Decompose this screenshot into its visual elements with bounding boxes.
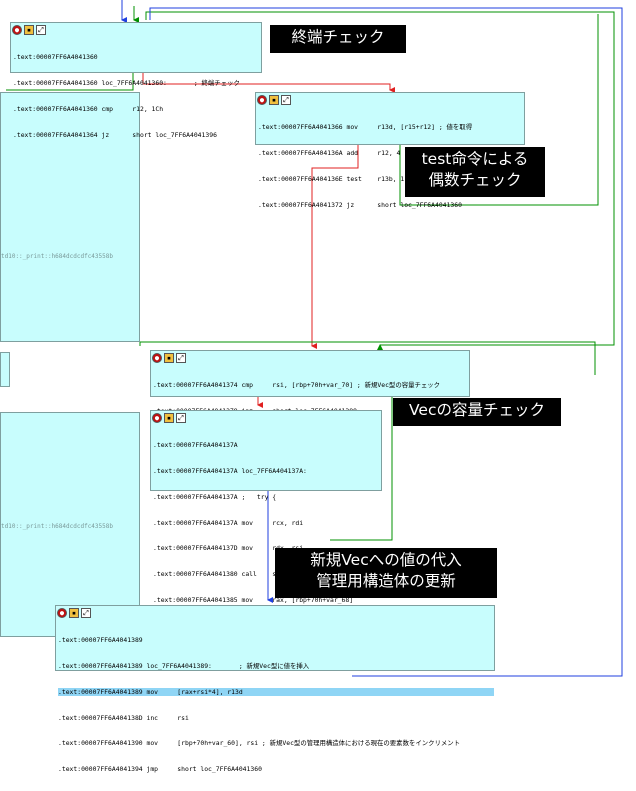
- code-line[interactable]: .text:00007FF6A4041372 jz short loc_7FF6…: [258, 200, 462, 209]
- annotation-text: 偶数チェック: [428, 171, 522, 189]
- node-toolbar: ● ▪ ⤢: [11, 23, 261, 36]
- flow-edges: [6, 0, 623, 677]
- code-line[interactable]: .text:00007FF6A404138D inc rsi: [58, 713, 189, 722]
- code-line[interactable]: .text:00007FF6A4041389: [58, 636, 143, 645]
- code-line[interactable]: .text:00007FF6A4041394 jmp short loc_7FF…: [58, 765, 262, 774]
- edge-back-loop1: [145, 11, 615, 350]
- annotation-vec-capacity: Vecの容量チェック: [393, 398, 561, 426]
- code-line[interactable]: .text:00007FF6A4041366 mov r13d, [r15+r1…: [258, 123, 473, 132]
- partial-label-bottom: td10::_print::h684dcdcdfc43558b: [1, 523, 113, 530]
- node4-code: .text:00007FF6A404137A .text:00007FF6A40…: [151, 424, 381, 622]
- edge-node1-exit: [6, 73, 134, 91]
- partial-block-top[interactable]: td10::_print::h684dcdcdfc43558b: [0, 92, 140, 342]
- node-toolbar: ● ▪ ⤢: [256, 93, 524, 106]
- code-line[interactable]: .text:00007FF6A4041364 jz short loc_7FF6…: [13, 130, 217, 139]
- node-loc-7ff6a4041389[interactable]: ● ▪ ⤢ .text:00007FF6A4041389 .text:00007…: [55, 605, 495, 773]
- partial-block-mid[interactable]: [0, 352, 10, 387]
- annotation-text: test命令による: [421, 150, 529, 168]
- node-toolbar: ● ▪ ⤢: [56, 606, 494, 619]
- code-line[interactable]: .text:00007FF6A404137A: [153, 441, 238, 450]
- code-line[interactable]: .text:00007FF6A4041385 mov rax, [rbp+70h…: [153, 595, 354, 604]
- color-icon[interactable]: ●: [152, 352, 162, 363]
- code-line[interactable]: .text:00007FF6A4041360 cmp r12, 1Ch: [13, 104, 164, 113]
- zoom-icon[interactable]: ⤢: [36, 24, 46, 35]
- graph-icon[interactable]: ▪: [164, 412, 174, 423]
- annotation-text: Vecの容量チェック: [409, 401, 545, 419]
- annotation-vec-push: 新規Vecへの値の代入 管理用構造体の更新: [275, 548, 497, 598]
- code-line[interactable]: .text:00007FF6A404137A loc_7FF6A404137A:: [153, 466, 307, 475]
- node1-code: .text:00007FF6A4041360 .text:00007FF6A40…: [11, 36, 261, 156]
- node-loc-7ff6a404137a[interactable]: ● ▪ ⤢ .text:00007FF6A404137A .text:00007…: [150, 410, 382, 604]
- code-line[interactable]: .text:00007FF6A4041390 mov [rbp+70h+var_…: [58, 739, 461, 748]
- node-toolbar: ● ▪ ⤢: [151, 411, 381, 424]
- edge-back-loop2: [149, 7, 623, 677]
- annotation-test-even: test命令による 偶数チェック: [405, 147, 545, 197]
- annotation-end-check: 終端チェック: [270, 25, 406, 53]
- edge-left-green: [139, 341, 596, 375]
- annotation-text: 管理用構造体の更新: [316, 572, 456, 590]
- graph-icon[interactable]: ▪: [164, 352, 174, 363]
- node-7ff6a4041374[interactable]: ● ▪ ⤢ .text:00007FF6A4041374 cmp rsi, [r…: [150, 350, 470, 441]
- annotation-text: 終端チェック: [291, 28, 385, 46]
- code-line-highlighted[interactable]: .text:00007FF6A4041389 mov [rax+rsi*4], …: [58, 687, 494, 697]
- code-line[interactable]: .text:00007FF6A4041360 loc_7FF6A4041360:…: [13, 78, 240, 87]
- node-7ff6a4041366[interactable]: ● ▪ ⤢ .text:00007FF6A4041366 mov r13d, […: [255, 92, 525, 209]
- edge-node3-node5: [330, 397, 393, 541]
- graph-icon[interactable]: ▪: [269, 94, 279, 105]
- node-loc-7ff6a4041360[interactable]: ● ▪ ⤢ .text:00007FF6A4041360 .text:00007…: [10, 22, 262, 139]
- color-icon[interactable]: ●: [152, 412, 162, 423]
- graph-view[interactable]: td10::_print::h684dcdcdfc43558b td10::_p…: [0, 0, 636, 773]
- partial-label-top: td10::_print::h684dcdcdfc43558b: [1, 253, 113, 260]
- color-icon[interactable]: ●: [57, 607, 67, 618]
- annotation-text: 新規Vecへの値の代入: [310, 551, 462, 569]
- node-toolbar: ● ▪ ⤢: [151, 351, 469, 364]
- graph-icon[interactable]: ▪: [69, 607, 79, 618]
- code-line[interactable]: .text:00007FF6A4041374 cmp rsi, [rbp+70h…: [153, 381, 441, 390]
- zoom-icon[interactable]: ⤢: [281, 94, 291, 105]
- edge-node1-node2: [142, 73, 395, 93]
- partial-block-bottom[interactable]: td10::_print::h684dcdcdfc43558b: [0, 412, 140, 637]
- code-line[interactable]: .text:00007FF6A404137A ; try {: [153, 492, 277, 501]
- graph-icon[interactable]: ▪: [24, 24, 34, 35]
- code-line[interactable]: .text:00007FF6A4041360: [13, 53, 98, 62]
- node5-code: .text:00007FF6A4041389 .text:00007FF6A40…: [56, 619, 494, 791]
- code-line[interactable]: .text:00007FF6A404137A mov rcx, rdi: [153, 518, 304, 527]
- zoom-icon[interactable]: ⤢: [81, 607, 91, 618]
- zoom-icon[interactable]: ⤢: [176, 412, 186, 423]
- color-icon[interactable]: ●: [12, 24, 22, 35]
- edge-node2-back: [399, 14, 599, 206]
- zoom-icon[interactable]: ⤢: [176, 352, 186, 363]
- color-icon[interactable]: ●: [257, 94, 267, 105]
- edge-node2-node3: [311, 145, 359, 349]
- code-line[interactable]: .text:00007FF6A4041389 loc_7FF6A4041389:…: [58, 661, 310, 670]
